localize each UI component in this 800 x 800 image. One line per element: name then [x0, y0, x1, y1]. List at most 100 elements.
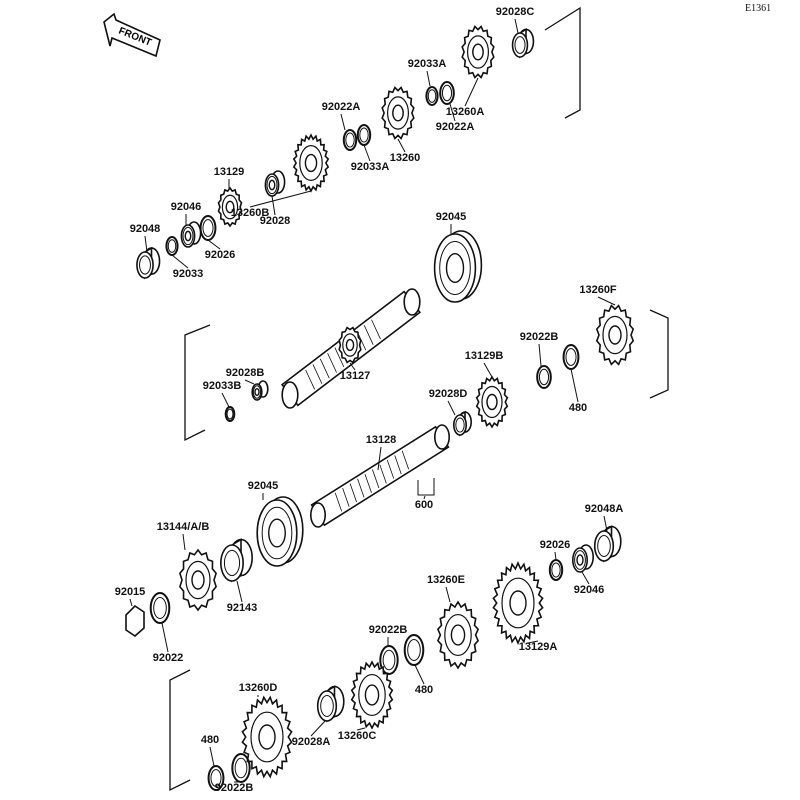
spline [371, 319, 381, 340]
front-arrow-shape [103, 12, 161, 58]
ring-outer [149, 592, 171, 624]
leader-line [449, 103, 456, 122]
bracket-top [544, 6, 581, 119]
ring-inner [382, 649, 396, 671]
bearing-race [182, 226, 194, 246]
spline [312, 364, 323, 384]
leader-line [464, 77, 479, 107]
spline [349, 483, 357, 503]
part-92026 [199, 215, 217, 241]
ring-outer [207, 765, 225, 791]
bearing-race [266, 175, 278, 195]
gear-bore [225, 200, 235, 214]
sleeve-bore [514, 36, 526, 54]
sleeve-bore [139, 255, 151, 275]
ring-outer [425, 86, 439, 106]
ring-outer [224, 406, 236, 422]
part-label-13144-a-b: 13144/A/B [156, 521, 210, 533]
diagram-code: E1361 [745, 3, 772, 14]
bearing-race [439, 240, 471, 296]
leader-line [363, 144, 371, 162]
part-480-c [207, 765, 225, 791]
gear-web [444, 613, 472, 657]
part-label-92022b: 92022B [519, 331, 559, 343]
leader-line [527, 640, 539, 644]
leader-line [310, 720, 326, 737]
part-label-92022b: 92022B [214, 782, 254, 794]
spline [334, 492, 343, 512]
ring-inner [565, 348, 577, 366]
ring-inner [345, 132, 355, 148]
gear-bore [486, 393, 498, 411]
part-label-92045: 92045 [247, 480, 279, 492]
ring-inner [226, 408, 234, 420]
leader-line [554, 551, 557, 561]
ring-inner [202, 219, 214, 237]
spline [334, 347, 345, 368]
part-label-13129: 13129 [213, 166, 245, 178]
ring-inner [167, 239, 177, 253]
part-92033a [425, 86, 439, 106]
part-label-92028b: 92028B [225, 367, 265, 379]
spline [342, 488, 350, 507]
bearing-race [574, 550, 586, 570]
leader-line [514, 18, 519, 34]
part-92033 [165, 236, 179, 256]
gear-bore [304, 153, 318, 173]
part-92022 [149, 592, 171, 624]
gear-web [387, 96, 410, 130]
part-92045-lower [256, 496, 304, 567]
part-92015-nut [125, 604, 145, 638]
bracket-bottom [169, 669, 191, 792]
part-label-92022b: 92022B [368, 624, 408, 636]
leader-line [171, 254, 189, 269]
part-92028a [316, 685, 345, 723]
leader-line [161, 622, 169, 653]
gear-bore [450, 624, 466, 646]
part-92022a [439, 81, 455, 105]
part-13260 [381, 86, 415, 140]
sleeve-bore [455, 417, 465, 433]
bearing-bore [254, 387, 260, 397]
ring-inner [359, 127, 369, 143]
part-13260d [241, 695, 293, 779]
part-label-92143: 92143 [226, 602, 258, 614]
shaft-end [309, 502, 326, 528]
leader-line [581, 571, 590, 585]
sleeve-bore [597, 535, 611, 557]
gear-bore [509, 590, 527, 616]
ring-outer [342, 129, 358, 151]
leader-line [397, 138, 406, 153]
ring-outer [536, 365, 552, 389]
spline [401, 450, 410, 470]
gear-bore [608, 325, 622, 345]
leader-line [538, 343, 542, 367]
leader-line [182, 533, 186, 551]
ring-inner [210, 769, 222, 787]
part-label-92028a: 92028A [291, 736, 331, 748]
part-label-480: 480 [414, 684, 434, 696]
bearing-bore [445, 253, 465, 283]
bearing-bore [184, 230, 192, 242]
ring-inner [551, 562, 561, 578]
part-92028 [264, 170, 286, 197]
leader-line [207, 239, 221, 250]
part-13129b [475, 375, 509, 429]
ring-outer [403, 634, 425, 666]
leader-line [340, 113, 346, 131]
part-label-92046: 92046 [573, 584, 605, 596]
leader-line [209, 746, 215, 767]
part-92046-b [571, 544, 594, 573]
part-label-92026: 92026 [539, 539, 571, 551]
spline [327, 353, 337, 373]
part-label-92048a: 92048A [584, 503, 624, 515]
part-92028d [452, 410, 472, 437]
ring-inner [407, 639, 421, 661]
leader-line [349, 362, 356, 371]
part-600-pins [417, 478, 435, 496]
gear-bore [345, 338, 355, 352]
gear-web [221, 194, 239, 220]
bearing-bore [576, 554, 584, 566]
